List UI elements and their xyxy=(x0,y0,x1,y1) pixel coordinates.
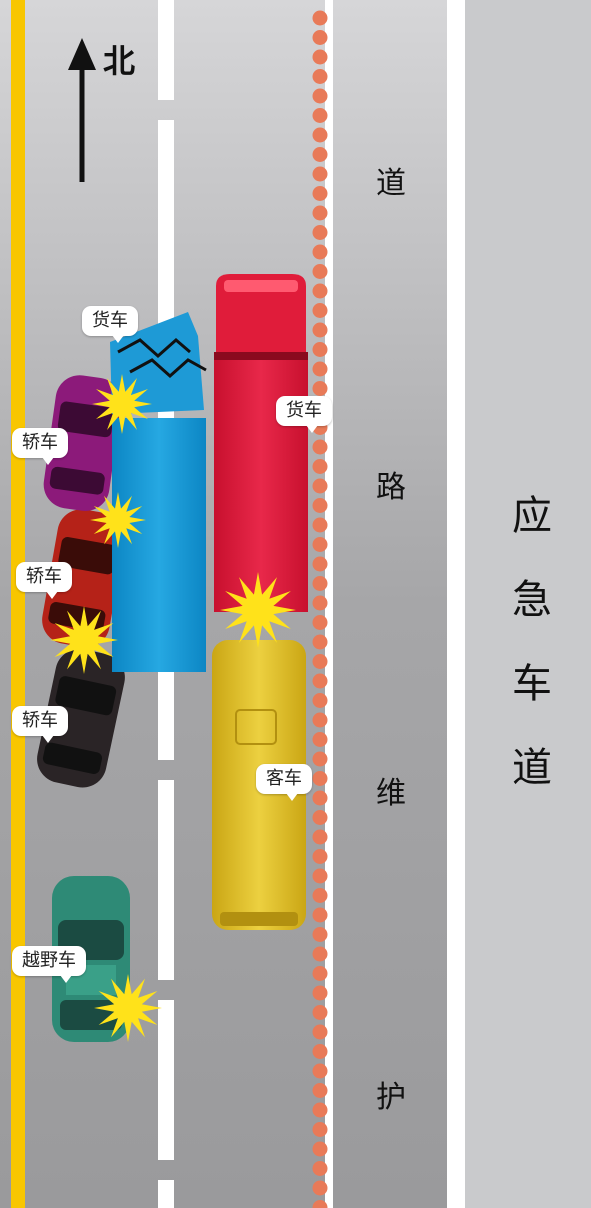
traffic-cone xyxy=(312,225,328,240)
crash-star-icon xyxy=(92,374,152,434)
crash-star-icon xyxy=(220,572,296,648)
emergency-lane xyxy=(465,0,591,1208)
median-label-char-2: 路 xyxy=(376,470,406,505)
traffic-cone xyxy=(312,556,328,572)
truck-blue xyxy=(110,312,207,672)
traffic-cone xyxy=(312,1161,328,1176)
sedan-black xyxy=(37,648,125,788)
emergency-lane-char-2: 急 xyxy=(512,577,552,623)
traffic-cone xyxy=(312,771,328,786)
solid-lane-line xyxy=(325,0,333,1208)
traffic-cone xyxy=(312,381,328,396)
traffic-cone xyxy=(312,1141,328,1157)
traffic-cone xyxy=(312,966,328,981)
traffic-cone xyxy=(312,108,328,123)
traffic-cone xyxy=(312,1005,328,1020)
traffic-cone xyxy=(312,751,328,767)
traffic-cone xyxy=(312,1083,328,1098)
traffic-cone-line xyxy=(312,10,328,1208)
traffic-cone xyxy=(312,615,328,630)
traffic-cone xyxy=(312,186,328,201)
traffic-cone xyxy=(312,1063,328,1079)
label-sedan-red: 轿车 xyxy=(16,562,72,599)
traffic-cone xyxy=(312,322,328,338)
traffic-cone xyxy=(312,888,328,903)
traffic-cone xyxy=(312,634,328,650)
emergency-lane-char-1: 应 xyxy=(512,493,552,539)
traffic-cone xyxy=(312,478,328,494)
traffic-cone xyxy=(312,985,328,1001)
label-truck-blue: 货车 xyxy=(82,306,138,343)
traffic-cone xyxy=(312,244,328,260)
traffic-cone xyxy=(312,595,328,611)
traffic-cone xyxy=(312,342,328,357)
traffic-cone xyxy=(312,69,328,84)
crash-star-icon xyxy=(50,374,296,1042)
traffic-cone xyxy=(312,10,328,26)
traffic-cone xyxy=(312,712,328,728)
traffic-cone xyxy=(312,673,328,689)
traffic-cone xyxy=(312,576,328,591)
traffic-cone xyxy=(312,790,328,806)
label-suv-teal: 越野车 xyxy=(12,946,86,983)
traffic-cone xyxy=(312,1102,328,1118)
traffic-cone xyxy=(312,361,328,377)
traffic-cone xyxy=(312,868,328,884)
traffic-cone xyxy=(312,303,328,318)
traffic-cone xyxy=(312,654,328,669)
traffic-cone xyxy=(312,49,328,65)
traffic-cone xyxy=(312,849,328,864)
traffic-cone xyxy=(312,810,328,825)
shoulder-divider xyxy=(447,0,465,1208)
traffic-cone xyxy=(312,517,328,533)
traffic-cone xyxy=(312,829,328,845)
traffic-cone xyxy=(312,498,328,513)
traffic-cone xyxy=(312,166,328,182)
traffic-cone xyxy=(312,1200,328,1208)
yellow-edge-line xyxy=(11,0,25,1208)
traffic-cone xyxy=(312,927,328,942)
crash-star-icon xyxy=(50,606,118,674)
label-truck-red: 货车 xyxy=(276,396,332,433)
traffic-cone xyxy=(312,537,328,552)
label-bus-yellow: 客车 xyxy=(256,764,312,801)
traffic-cone xyxy=(312,147,328,162)
north-label: 北 xyxy=(103,42,136,80)
traffic-cone xyxy=(312,283,328,299)
traffic-cone xyxy=(312,127,328,143)
median-label-char-1: 道 xyxy=(376,166,406,201)
traffic-cone xyxy=(312,693,328,708)
traffic-cone xyxy=(312,946,328,962)
label-sedan-purple: 轿车 xyxy=(12,428,68,465)
label-sedan-black: 轿车 xyxy=(12,706,68,743)
sedan-purple xyxy=(43,375,122,511)
traffic-cone xyxy=(312,264,328,279)
median-label-char-3: 维 xyxy=(376,776,406,811)
traffic-cone xyxy=(312,439,328,455)
truck-red xyxy=(214,274,308,612)
emergency-lane-char-3: 车 xyxy=(512,661,552,707)
traffic-cone xyxy=(312,732,328,747)
traffic-cone xyxy=(312,907,328,923)
crash-star-icon xyxy=(94,974,162,1042)
traffic-cone xyxy=(312,205,328,221)
traffic-cone xyxy=(312,459,328,474)
median-label-char-4: 护 xyxy=(376,1080,406,1115)
north-arrow-icon xyxy=(68,38,96,182)
traffic-cone xyxy=(312,1122,328,1137)
traffic-cone xyxy=(312,30,328,45)
emergency-lane-char-4: 道 xyxy=(512,745,552,791)
traffic-cone xyxy=(312,1024,328,1040)
traffic-cone xyxy=(312,1044,328,1059)
traffic-cone xyxy=(312,1180,328,1196)
traffic-cone xyxy=(312,88,328,104)
crash-star-icon xyxy=(90,492,146,548)
